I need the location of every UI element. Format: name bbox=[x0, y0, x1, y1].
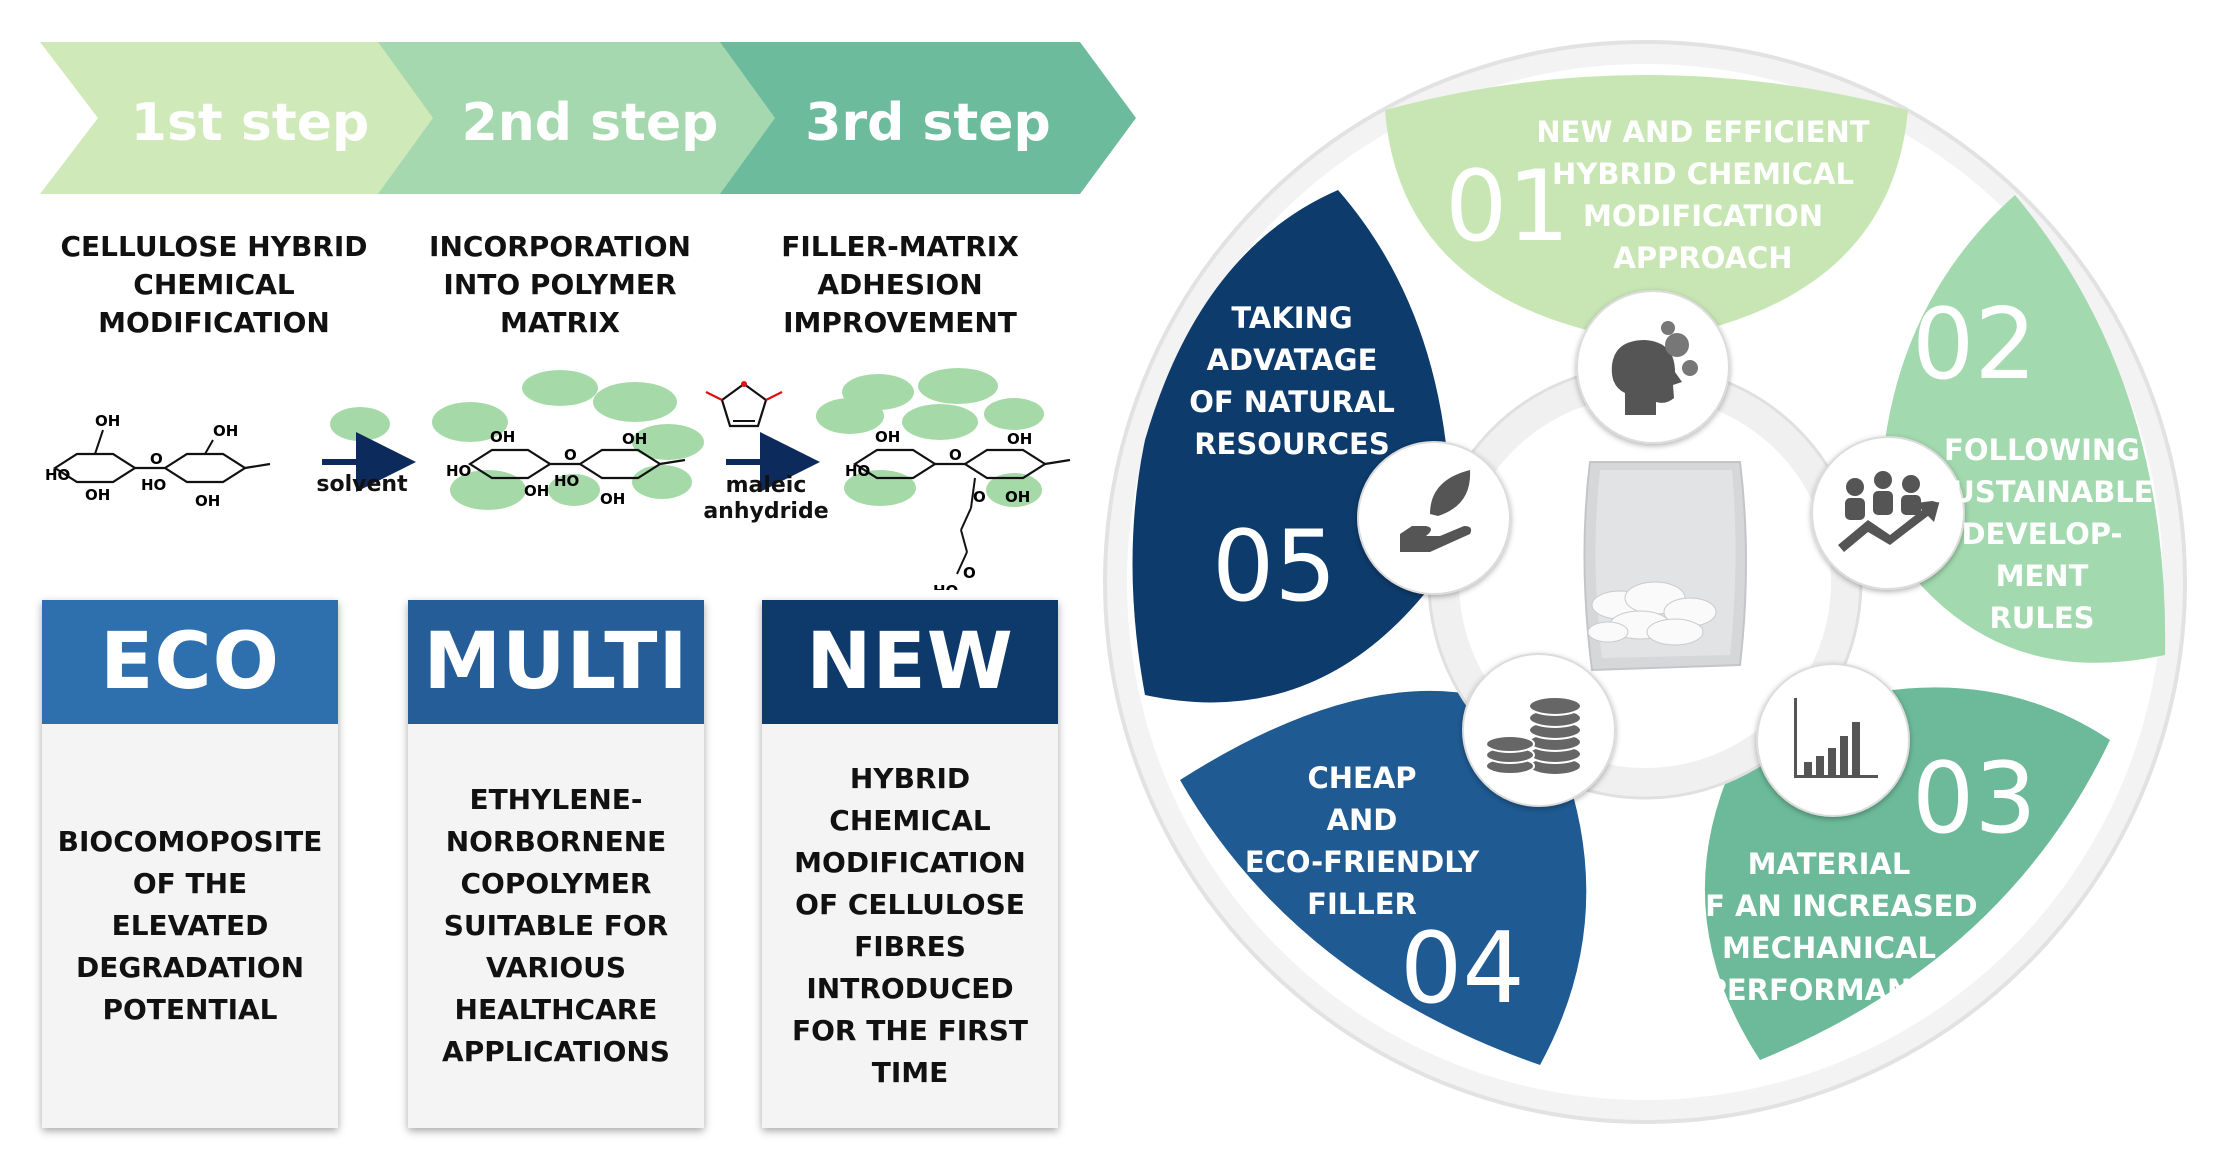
segment-04-line-3: ECO-FRIENDLY bbox=[1245, 845, 1480, 879]
step-3-description: FILLER-MATRIX ADHESION IMPROVEMENT bbox=[781, 230, 1019, 339]
step-2-chevron bbox=[378, 42, 785, 194]
segment-02-line-5: RULES bbox=[1989, 601, 2094, 635]
step-1-chevron bbox=[40, 42, 443, 194]
oxygen-label: O bbox=[150, 450, 163, 468]
segment-03-line-3: MECHANICAL bbox=[1722, 931, 1936, 965]
segment-01-line-1: NEW AND EFFICIENT bbox=[1536, 115, 1869, 149]
oxygen-label: O bbox=[949, 446, 962, 464]
new-card: NEW HYBRID CHEMICAL MODIFICATION OF CELL… bbox=[762, 600, 1058, 1128]
hand-leaf-icon-glyph bbox=[1400, 470, 1472, 552]
arrow-2-label-line1: maleic bbox=[726, 473, 807, 498]
people-growth-icon-glyph bbox=[1838, 471, 1940, 552]
step-2-label: 2nd step bbox=[462, 93, 719, 153]
segment-04-line-1: CHEAP bbox=[1307, 761, 1416, 795]
step-1-description: CELLULOSE HYBRID CHEMICAL MODIFICATION bbox=[60, 230, 368, 339]
hydroxyl-label: HO bbox=[845, 462, 870, 480]
hydroxyl-label: OH bbox=[1005, 488, 1030, 506]
hydroxyl-label: OH bbox=[524, 482, 549, 500]
segment-01-line-3: MODIFICATION bbox=[1583, 199, 1823, 233]
segment-01-line-4: APPROACH bbox=[1613, 241, 1792, 275]
hydroxyl-label: OH bbox=[85, 486, 110, 504]
oxygen-label: O bbox=[973, 488, 986, 506]
multi-card: MULTI ETHYLENE-NORBORNENE COPOLYMER SUIT… bbox=[408, 600, 704, 1128]
new-card-title: NEW bbox=[762, 600, 1058, 724]
segment-05-line-2: ADVATAGE bbox=[1207, 343, 1378, 377]
hydroxyl-label: OH bbox=[490, 428, 515, 446]
bar-chart-icon bbox=[1756, 663, 1910, 817]
step-3-label: 3rd step bbox=[805, 93, 1050, 153]
hydroxyl-label: OH bbox=[213, 422, 238, 440]
cellulose-structure-2: OH HO OH O OH OH HO bbox=[446, 428, 686, 508]
segment-01-line-2: HYBRID CHEMICAL bbox=[1552, 157, 1854, 191]
hydroxyl-label: OH bbox=[1007, 430, 1032, 448]
step-1-label: 1st step bbox=[131, 93, 369, 153]
step-2-description: INCORPORATION INTO POLYMER MATRIX bbox=[429, 230, 691, 339]
segment-01-number: 01 bbox=[1445, 150, 1570, 264]
segment-02-number: 02 bbox=[1912, 288, 2037, 402]
hydroxyl-label: HO bbox=[933, 582, 958, 590]
hydroxyl-label: OH bbox=[195, 492, 220, 510]
new-card-body: HYBRID CHEMICAL MODIFICATION OF CELLULOS… bbox=[791, 762, 1029, 1089]
segment-05-number: 05 bbox=[1212, 510, 1337, 624]
cellulose-sample-image bbox=[1583, 461, 1747, 672]
segment-04-line-2: AND bbox=[1327, 803, 1398, 837]
segment-03-number: 03 bbox=[1912, 742, 2037, 856]
modified-composite-particles bbox=[816, 368, 1044, 507]
step-chevrons: 1st step 2nd step 3rd step bbox=[40, 42, 1136, 194]
segment-02-line-1: FOLLOWING bbox=[1944, 433, 2140, 467]
wheel-segment-01 bbox=[1385, 75, 1908, 342]
cellulose-structure-1: OH HO OH O OH OH HO bbox=[45, 412, 271, 510]
segment-05-line-3: OF NATURAL bbox=[1189, 385, 1395, 419]
hydroxyl-label: OH bbox=[875, 428, 900, 446]
head-gears-icon-glyph bbox=[1611, 321, 1698, 415]
hydroxyl-label: HO bbox=[141, 476, 166, 494]
segment-02-line-3: DEVELOP- bbox=[1961, 517, 2122, 551]
reaction-scheme: OH HO OH O OH OH HO solvent OH HO OH O O… bbox=[45, 368, 1071, 590]
arrow-1-label: solvent bbox=[316, 472, 408, 497]
hydroxyl-label: HO bbox=[45, 466, 70, 484]
segment-02-line-4: MENT bbox=[1996, 559, 2089, 593]
coins-icon-glyph bbox=[1485, 696, 1582, 776]
arrow-2-label-line2: anhydride bbox=[703, 499, 828, 524]
oxygen-label: O bbox=[564, 446, 577, 464]
eco-card-body: BIOCOMOPOSITE OF THE ELEVATED DEGRADATIO… bbox=[57, 825, 323, 1026]
eco-card-title: ECO bbox=[42, 600, 338, 724]
hydroxyl-label: HO bbox=[446, 462, 471, 480]
segment-05-line-1: TAKING bbox=[1231, 301, 1352, 335]
hydroxyl-label: OH bbox=[622, 430, 647, 448]
segment-04-number: 04 bbox=[1400, 912, 1525, 1026]
hand-leaf-icon bbox=[1357, 441, 1511, 595]
segment-03-line-2: OF AN INCREASED bbox=[1680, 889, 1977, 923]
maleic-anhydride-structure bbox=[705, 381, 783, 428]
filler-particle bbox=[330, 407, 390, 441]
multi-card-title: MULTI bbox=[408, 600, 704, 724]
hydroxyl-label: HO bbox=[554, 472, 579, 490]
eco-card: ECO BIOCOMOPOSITE OF THE ELEVATED DEGRAD… bbox=[42, 600, 338, 1128]
segment-03-line-4: PERFORMANCE bbox=[1706, 973, 1953, 1007]
hydroxyl-label: OH bbox=[600, 490, 625, 508]
wheel-segment-05 bbox=[1132, 190, 1451, 703]
bar-chart-icon-glyph bbox=[1794, 698, 1878, 778]
hydroxyl-label: OH bbox=[95, 412, 120, 430]
cellulose-structure-3: OH HO O OH OH O O HO bbox=[845, 428, 1071, 590]
segment-02-line-2: SUSTAINABLE bbox=[1930, 475, 2153, 509]
multi-card-body: ETHYLENE-NORBORNENE COPOLYMER SUITABLE F… bbox=[442, 783, 670, 1068]
segment-03-line-1: MATERIAL bbox=[1748, 847, 1911, 881]
benefits-wheel: 01 02 03 04 05 NEW AND EFFICIENT HYBRID … bbox=[1103, 40, 2187, 1124]
segment-05-line-4: RESOURCES bbox=[1194, 427, 1390, 461]
oxygen-label: O bbox=[963, 564, 976, 582]
step-3-chevron bbox=[720, 42, 1136, 194]
segment-04-line-4: FILLER bbox=[1307, 887, 1417, 921]
